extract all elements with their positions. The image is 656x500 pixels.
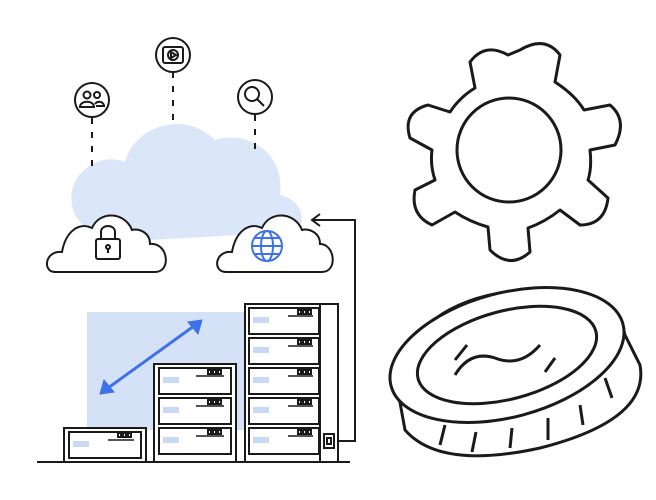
double-arrow-icon (99, 319, 203, 395)
icon-connectors (91, 72, 256, 168)
server-rack-small (63, 427, 147, 463)
cloud-link-arrow (310, 213, 356, 442)
server-rack-medium (153, 363, 237, 463)
users-icon (74, 82, 110, 118)
gear-hole (455, 96, 563, 204)
padlock-icon (95, 225, 121, 260)
video-play-icon (155, 37, 191, 73)
server-rack-tall (244, 303, 339, 463)
dollar-coin-icon (388, 286, 643, 458)
globe-icon (251, 230, 283, 262)
large-cloud (71, 124, 302, 240)
small-cloud-right (216, 214, 334, 273)
search-icon (237, 79, 273, 115)
small-cloud-left (46, 214, 167, 273)
